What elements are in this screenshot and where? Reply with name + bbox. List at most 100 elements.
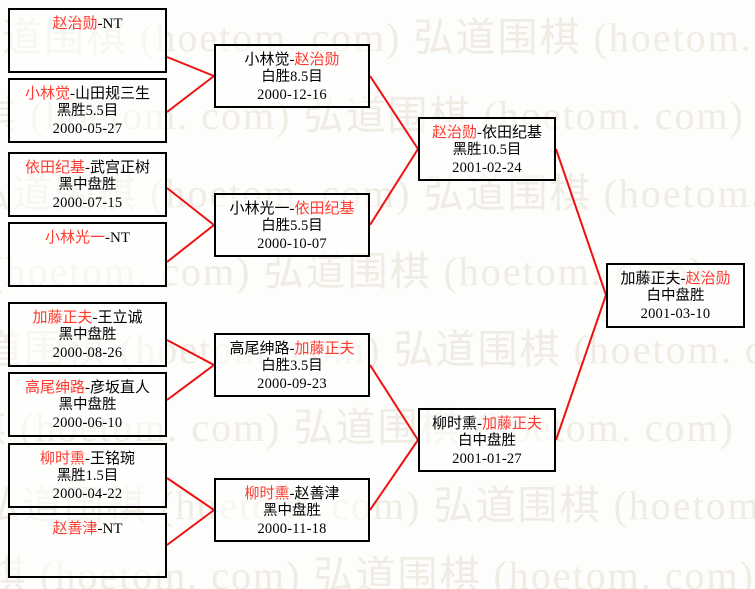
winner-name: 加藤正夫 [482,416,543,432]
player-separator: - [85,380,90,396]
loser-name: 小林觉 [244,52,290,68]
winner-name: 小林觉 [24,86,70,102]
match-players: 小林光一-NT [10,229,165,247]
connector-line [166,75,215,113]
match-result: 白中盘胜 [646,288,705,305]
match-players: 赵善津-NT [10,520,165,538]
winner-name: 赵治勋 [431,125,477,141]
loser-name: 依田纪基 [482,125,543,141]
loser-name: 小林光一 [229,201,290,217]
player-separator: - [85,160,90,176]
connector-line [166,56,215,77]
match-players: 加藤正夫-王立诚 [10,309,165,327]
connector-line [369,439,419,511]
match-date: 2000-11-18 [257,520,327,537]
loser-name: 王立诚 [97,310,143,326]
match-players: 加藤正夫-赵治勋 [608,270,743,288]
match-result: 白胜3.5目 [261,358,323,375]
match-players: 柳时熏-赵善津 [216,485,368,503]
winner-name: 赵治勋 [52,16,98,32]
loser-name: NT [102,16,123,32]
player-separator: - [85,451,90,467]
connector-line [555,148,607,296]
loser-name: 柳时熏 [431,416,477,432]
loser-name: 加藤正夫 [620,271,681,287]
player-separator: - [477,416,482,432]
match-players: 小林觉-赵治勋 [216,51,368,69]
player-separator: - [477,125,482,141]
connector-line [166,509,215,546]
player-separator: - [289,486,295,502]
match-players: 赵治勋-NT [10,15,165,33]
player-separator: - [289,52,295,68]
player-separator: - [97,16,103,32]
match-box[interactable]: 小林光一-NT [8,222,167,287]
match-players: 赵治勋-依田纪基 [420,124,554,142]
loser-name: NT [110,230,130,246]
match-players: 小林觉-山田规三生 [10,85,165,103]
match-date: 2000-05-27 [52,120,123,137]
winner-name: 柳时熏 [244,486,290,502]
winner-name: 柳时熏 [39,451,85,467]
match-date: 2001-03-10 [640,305,711,322]
match-date: 2001-02-24 [452,159,522,176]
match-players: 柳时熏-加藤正夫 [420,415,554,433]
loser-name: 赵善津 [294,486,340,502]
winner-name: 小林光一 [44,230,105,246]
loser-name: 王铭琬 [90,451,136,467]
connector-line [369,148,419,226]
winner-name: 加藤正夫 [294,341,355,357]
match-box[interactable]: 赵治勋-NT [8,8,167,73]
loser-name: 高尾绅路 [229,341,290,357]
match-result: 白胜5.5目 [261,218,323,235]
match-result: 黑中盘胜 [58,327,117,344]
connector-line [555,294,607,441]
match-date: 2001-01-27 [452,450,522,467]
loser-name: NT [102,521,123,537]
match-result: 白中盘胜 [458,433,516,450]
match-result: 黑胜10.5目 [452,142,522,159]
loser-name: 山田规三生 [75,86,151,102]
match-result: 黑中盘胜 [58,397,117,414]
player-separator: - [105,230,110,246]
match-result: 黑胜1.5目 [56,468,119,485]
winner-name: 依田纪基 [24,160,85,176]
winner-name: 依田纪基 [294,201,355,217]
player-separator: - [289,201,295,217]
match-players: 小林光一-依田纪基 [216,200,368,218]
match-players: 柳时熏-王铭琬 [10,450,165,468]
match-date: 2000-12-16 [257,86,327,103]
match-box[interactable]: 赵善津-NT [8,513,167,578]
match-players: 高尾绅路-彦坂直人 [10,379,165,397]
match-date: 2000-04-22 [52,485,123,502]
match-result: 黑胜5.5目 [56,103,119,120]
match-date: 2000-10-07 [257,235,327,252]
match-date: 2000-09-23 [257,375,327,392]
winner-name: 高尾绅路 [24,380,85,396]
loser-name: 武宫正树 [90,160,151,176]
connector-line [166,477,215,511]
match-result: 黑中盘胜 [263,503,321,520]
match-result: 黑中盘胜 [58,177,117,194]
winner-name: 赵治勋 [294,52,340,68]
connector-line [166,339,215,366]
connector-line [166,187,215,226]
loser-name: 彦坂直人 [90,380,151,396]
connector-line [166,364,215,401]
match-players: 高尾绅路-加藤正夫 [216,340,368,358]
match-date: 2000-08-26 [52,344,123,361]
match-date: 2000-06-10 [52,414,123,431]
